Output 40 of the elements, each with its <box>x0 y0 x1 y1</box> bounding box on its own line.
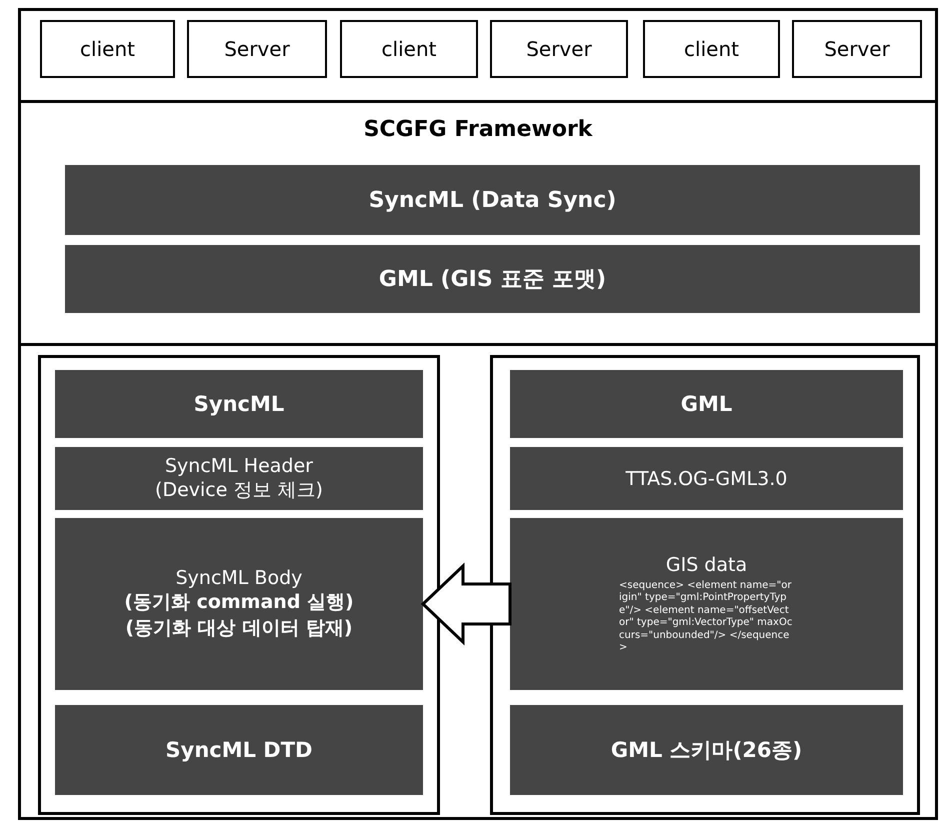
layer-bar <box>510 518 903 690</box>
layer-bar <box>65 245 920 313</box>
component-box <box>40 20 175 78</box>
layer-bar <box>55 447 423 510</box>
layer-title: SyncML Header <box>165 454 313 476</box>
stack-panel <box>38 355 440 815</box>
component-label: client <box>684 37 739 61</box>
code-snippet: <sequence> <element name="origin" type="gml:PointPropertyType"/> <element name="offsetVector" type="gml:VectorType" maxOccurs="unbounded"/> </sequence> <box>619 580 794 654</box>
layer-label: GML <box>680 392 732 416</box>
layer-bar <box>55 705 423 795</box>
component-label: Server <box>824 37 890 61</box>
framework-title: SCGFG Framework <box>364 117 592 142</box>
layer-note: (동기화 command 실행) <box>124 590 354 615</box>
stack-panel <box>490 355 920 815</box>
component-box <box>643 20 780 78</box>
component-box <box>187 20 327 78</box>
layer-bar <box>55 370 423 438</box>
layer-bar <box>510 370 903 438</box>
layer-note: (Device 정보 체크) <box>155 478 323 502</box>
layer-bar <box>510 447 903 510</box>
layer-label: SyncML (Data Sync) <box>368 188 616 212</box>
component-label: Server <box>526 37 592 61</box>
layer-note: (동기화 대상 데이터 탑재) <box>125 616 353 641</box>
component-label: client <box>382 37 436 61</box>
component-box <box>340 20 478 78</box>
layer-label: SyncML DTD <box>166 738 312 762</box>
component-box <box>792 20 922 78</box>
layer-label: GML 스키마(26종) <box>610 737 802 764</box>
component-label: Server <box>224 37 290 61</box>
component-box <box>490 20 628 78</box>
layer-bar <box>65 165 920 235</box>
layer-bar <box>510 705 903 795</box>
layer-bar <box>55 518 423 690</box>
layer-title: SyncML Body <box>176 567 302 589</box>
layer-label: GML (GIS 표준 포맷) <box>378 266 606 294</box>
layer-label: SyncML <box>194 392 284 416</box>
layer-title: GIS data <box>666 554 748 576</box>
layer-label: TTAS.OG-GML3.0 <box>626 468 788 490</box>
block-arrow <box>420 562 512 646</box>
component-label: client <box>80 37 135 61</box>
